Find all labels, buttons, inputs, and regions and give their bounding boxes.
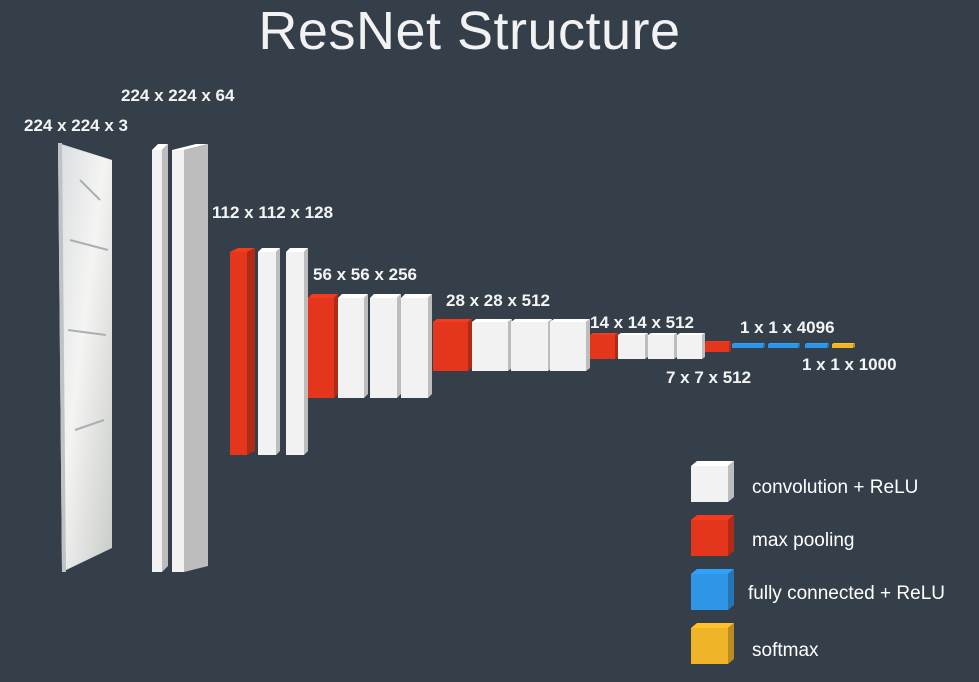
conv5-shape-label: 14 x 14 x 512 <box>590 313 694 332</box>
fc-block-b <box>768 343 800 348</box>
output-shape-label: 1 x 1 x 1000 <box>802 355 897 374</box>
pool1-block <box>230 248 255 455</box>
fc-shape-label: 1 x 1 x 4096 <box>740 318 835 337</box>
conv5-block-b <box>648 333 677 359</box>
input-shape-label: 224 x 224 x 3 <box>24 116 128 135</box>
pool5-shape-label: 7 x 7 x 512 <box>666 368 752 387</box>
legend-swatch-softmax <box>691 623 734 664</box>
pool2-block <box>308 294 338 398</box>
conv4-block-a <box>472 319 512 371</box>
conv1-block-a <box>152 144 168 572</box>
pool5-block <box>705 341 731 352</box>
conv5-block-c <box>677 333 705 359</box>
pool3-block <box>433 319 472 371</box>
fc-block-c <box>805 343 829 348</box>
conv2-block-a <box>258 248 280 455</box>
legend-label-softmax: softmax <box>752 640 819 661</box>
conv3-block-c <box>401 294 432 398</box>
conv3-block-b <box>370 294 401 398</box>
conv2-shape-label: 112 x 112 x 128 <box>212 203 334 222</box>
legend-swatch-pool <box>691 515 734 556</box>
conv3-shape-label: 56 x 56 x 256 <box>313 265 417 284</box>
legend-label-pool: max pooling <box>752 530 855 551</box>
pool4-block <box>590 333 618 359</box>
conv1-block-b <box>172 144 208 572</box>
fc-block-a <box>732 343 765 348</box>
conv1-shape-label: 224 x 224 x 64 <box>121 86 235 105</box>
page-title: ResNet Structure <box>258 1 681 61</box>
softmax-block <box>832 343 855 348</box>
legend-label-conv: convolution + ReLU <box>752 477 919 498</box>
conv4-shape-label: 28 x 28 x 512 <box>446 291 550 310</box>
conv2-block-b <box>286 248 308 455</box>
conv3-block-a <box>338 294 368 398</box>
conv4-block-b <box>511 319 552 371</box>
conv4-block-c <box>550 319 590 371</box>
legend-label-fc: fully connected + ReLU <box>748 583 945 604</box>
input-image <box>58 143 112 572</box>
legend-swatch-conv <box>691 461 734 502</box>
conv5-block-a <box>618 333 648 359</box>
legend-swatch-fc <box>691 569 734 610</box>
